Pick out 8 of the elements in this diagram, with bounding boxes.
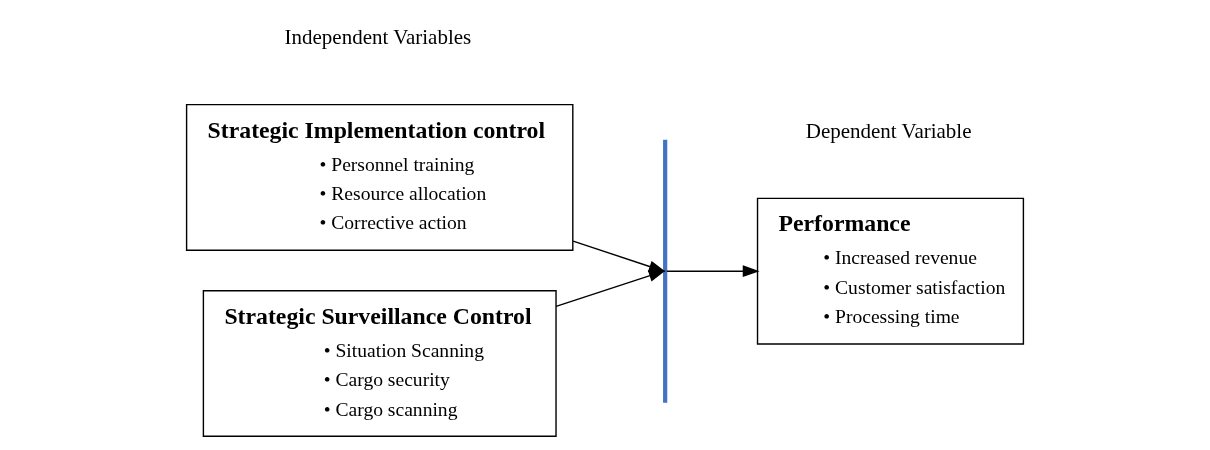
label: Independent Variables bbox=[284, 24, 472, 49]
arrow bbox=[666, 265, 760, 278]
arrow bbox=[555, 270, 666, 308]
node-box: Strategic Implementation control • Personnel training • Resource allocation • Corrective action bbox=[185, 103, 574, 251]
node-bar bbox=[663, 139, 668, 403]
node-box: Performance • Increased revenue • Customer satisfaction • Processing time bbox=[756, 197, 1025, 345]
label: Dependent Variable bbox=[805, 118, 972, 143]
node-box: Strategic Surveillance Control • Situation Scanning • Cargo security • Cargo scanning bbox=[202, 290, 557, 437]
